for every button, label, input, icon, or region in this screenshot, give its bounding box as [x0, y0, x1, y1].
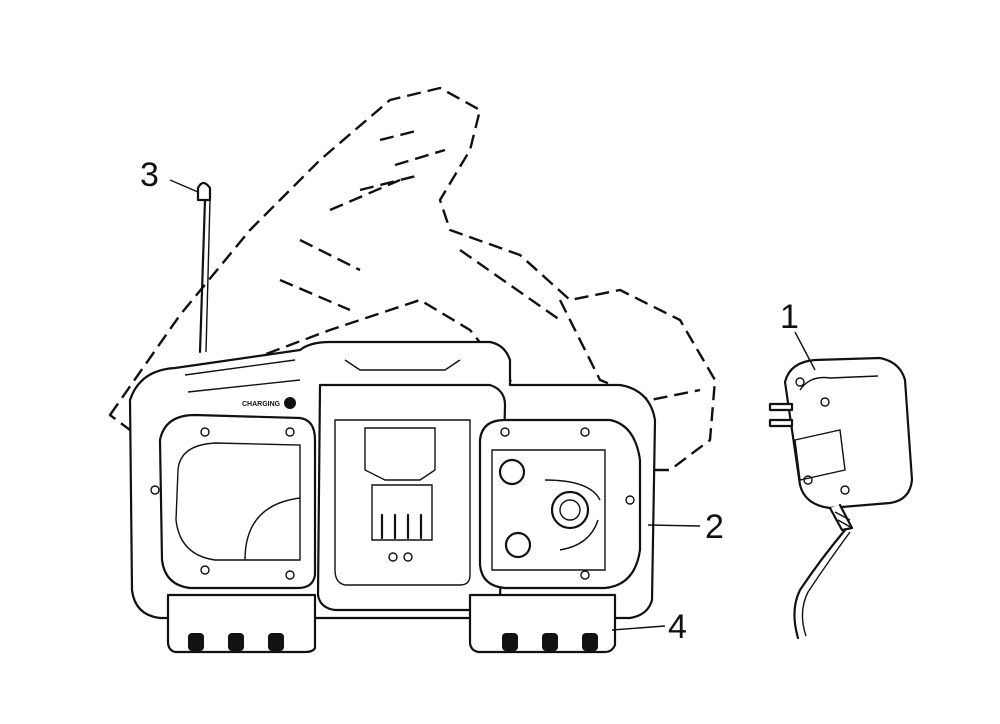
ac-adapter: [768, 356, 914, 640]
rubber-feet: [166, 593, 617, 654]
callout-4: 4: [668, 608, 687, 646]
callout-3: 3: [140, 156, 159, 194]
callout-2: 2: [705, 508, 724, 546]
radio-charger-body: CHARGING: [128, 181, 657, 654]
leader-line-2: [647, 524, 701, 527]
plug-prong: [768, 402, 794, 412]
leader-line-4: [611, 625, 666, 631]
tuner-panel: [478, 418, 642, 590]
volume-knob: [498, 458, 526, 486]
band-selector-knob: [504, 531, 532, 559]
speaker-grille: [150, 413, 317, 590]
tuning-knob: [550, 490, 590, 530]
antenna: [196, 181, 212, 354]
charging-indicator-light: [284, 397, 296, 409]
battery-cradle: [316, 359, 507, 612]
leader-line-3: [169, 179, 199, 193]
plug-prong: [768, 418, 794, 428]
callout-1: 1: [780, 298, 799, 336]
leader-line-1: [794, 331, 816, 371]
leader-lines: [169, 179, 816, 631]
charging-label: CHARGING: [242, 401, 281, 408]
